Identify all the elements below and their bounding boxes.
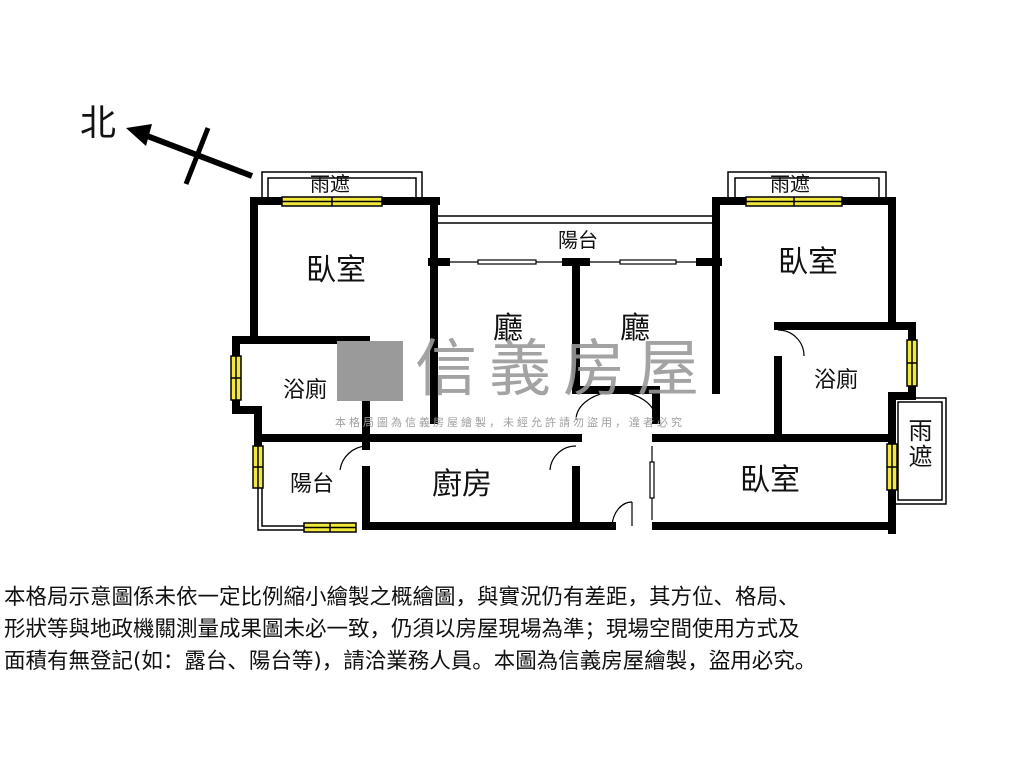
windows: [230, 196, 918, 533]
living-left-label: 廳: [493, 311, 523, 346]
awning-e-label: 雨遮: [904, 418, 932, 470]
watermark-logo-icon: [337, 341, 403, 401]
floor-plan: 信義房屋 本格局圖為信義房屋繪製，未經允許請勿盜用，違者必究 北 雨遮 雨遮 雨…: [80, 103, 947, 534]
bedroom-se-label: 臥室: [740, 463, 800, 498]
bedroom-nw-label: 臥室: [306, 253, 366, 288]
disclaimer-text: 本格局示意圖係未依一定比例縮小繪製之概繪圖，與實況仍有差距，其方位、格局、 形狀…: [4, 582, 1024, 678]
north-arrow-icon: [126, 124, 254, 185]
bath-w-label: 浴廁: [283, 378, 328, 403]
disclaimer-line-1: 本格局示意圖係未依一定比例縮小繪製之概繪圖，與實況仍有差距，其方位、格局、: [4, 585, 800, 610]
watermark-brand: 信義房屋: [415, 332, 712, 405]
compass-north-label: 北: [80, 103, 117, 144]
watermark-notice: 本格局圖為信義房屋繪製，未經允許請勿盜用，違者必究: [335, 416, 685, 429]
living-right-label: 廳: [620, 311, 650, 346]
sliding-doors: [446, 259, 700, 520]
awning-nw-label: 雨遮: [310, 172, 350, 196]
awning-ne-label: 雨遮: [770, 172, 810, 196]
disclaimer-line-2: 形狀等與地政機關測量成果圖未必一致，仍須以房屋現場為準；現場空間使用方式及: [4, 617, 800, 642]
walls: [232, 197, 916, 534]
bedroom-ne-label: 臥室: [778, 245, 838, 280]
kitchen-label: 廚房: [432, 467, 492, 502]
bath-e-label: 浴廁: [814, 368, 859, 393]
disclaimer-line-3: 面積有無登記(如：露台、陽台等)，請洽業務人員。本圖為信義房屋繪製，盜用必究。: [4, 649, 817, 674]
balcony-top-label: 陽台: [558, 228, 598, 252]
floor-plan-drawing: [126, 124, 947, 534]
balcony-sw-label: 陽台: [290, 472, 335, 497]
